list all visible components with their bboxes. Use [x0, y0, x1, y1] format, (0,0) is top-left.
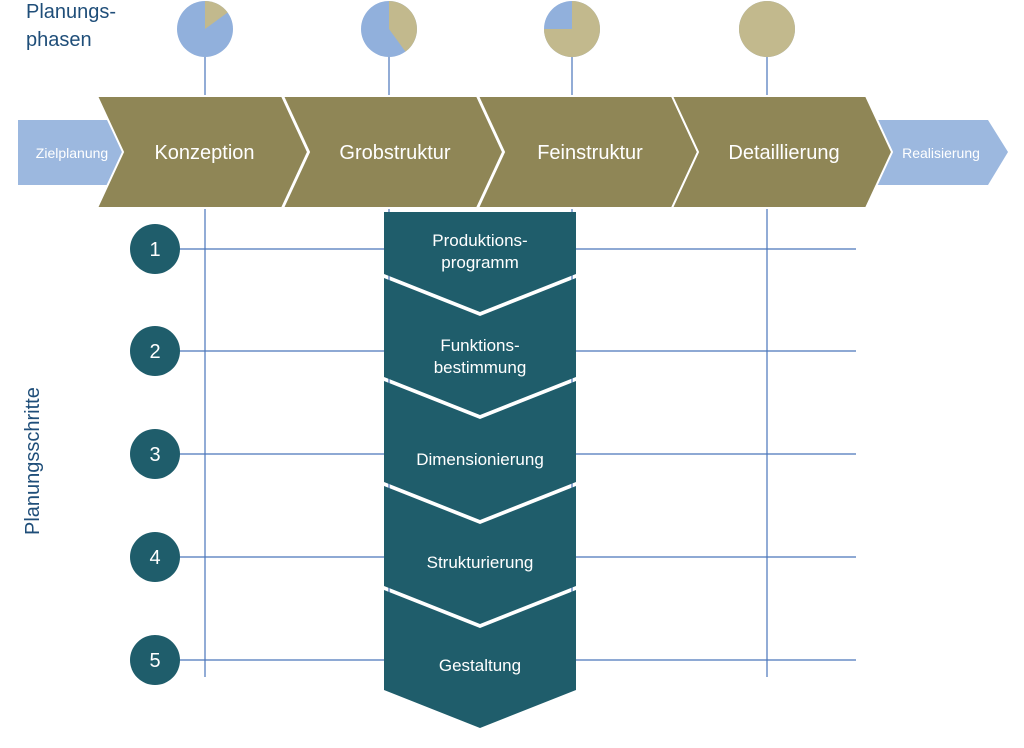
- step-block-shape: [384, 590, 576, 728]
- step-number-3: 3: [130, 429, 180, 479]
- phase-chevron-3: Feinstruktur: [476, 95, 700, 209]
- step-number-label: 4: [149, 547, 160, 569]
- phase-label: Feinstruktur: [537, 142, 643, 164]
- start-arrow-label: Zielplanung: [36, 145, 108, 161]
- start-arrow: Zielplanung: [18, 120, 140, 185]
- phase-chevron-1: Konzeption: [95, 95, 310, 209]
- step-number-2: 2: [130, 326, 180, 376]
- phase-progress-pie-4: [739, 1, 795, 57]
- step-number-1: 1: [130, 224, 180, 274]
- step-label: Produktions-programm: [432, 231, 527, 272]
- step-number-4: 4: [130, 532, 180, 582]
- step-number-circle: [130, 635, 180, 685]
- pie-slice: [389, 1, 417, 52]
- end-arrow-label: Realisierung: [902, 145, 980, 161]
- phase-chevron-4: Detaillierung: [670, 95, 894, 209]
- step-label: Dimensionierung: [416, 450, 544, 469]
- step-block-shape: [384, 212, 576, 312]
- step-number-circle: [130, 532, 180, 582]
- step-block-2: Funktions-bestimmung: [384, 278, 576, 415]
- pie-slice: [544, 1, 600, 57]
- step-block-5: Gestaltung: [384, 590, 576, 728]
- step-label: Gestaltung: [439, 656, 521, 675]
- phase-chevrons: Konzeption Grobstruktur Feinstruktur Detail…: [95, 95, 894, 209]
- step-block-shape: [384, 381, 576, 520]
- phase-progress-pie-1: [177, 1, 233, 57]
- step-block-4: Strukturierung: [384, 486, 576, 624]
- step-number-label: 3: [149, 444, 160, 466]
- step-block-shape: [384, 486, 576, 624]
- step-block-1: Produktions-programm: [384, 212, 576, 312]
- pie-slice: [205, 1, 228, 29]
- step-number-label: 2: [149, 341, 160, 363]
- pie-slice: [739, 1, 795, 57]
- step-number-circle: [130, 326, 180, 376]
- step-block-3: Dimensionierung: [384, 381, 576, 520]
- steps-axis-label: Planungsschritte: [22, 387, 44, 535]
- phase-pies: [177, 1, 795, 57]
- step-number-circle: [130, 224, 180, 274]
- step-number-label: 1: [149, 239, 160, 261]
- step-block-shape: [384, 278, 576, 415]
- phase-label: Grobstruktur: [339, 142, 450, 164]
- start-arrow-shape: [18, 120, 140, 185]
- phase-chevron-2: Grobstruktur: [281, 95, 505, 209]
- step-number-5: 5: [130, 635, 180, 685]
- step-circles: 1 2 3 4 5: [130, 224, 180, 685]
- phase-progress-pie-3: [544, 1, 600, 57]
- phase-chevron-shape: [670, 95, 894, 209]
- step-number-label: 5: [149, 650, 160, 672]
- step-number-circle: [130, 429, 180, 479]
- phases-axis-label: Planungs- phasen: [26, 1, 122, 51]
- step-label: Funktions-bestimmung: [434, 336, 527, 377]
- phase-label: Detaillierung: [728, 142, 839, 164]
- phase-progress-pie-2: [361, 1, 417, 57]
- step-label: Strukturierung: [427, 553, 534, 572]
- end-arrow-shape: [860, 120, 1008, 185]
- end-arrow: Realisierung: [860, 120, 1008, 185]
- step-column: Produktions-programmFunktions-bestimmung…: [384, 212, 576, 728]
- phase-label: Konzeption: [154, 142, 254, 164]
